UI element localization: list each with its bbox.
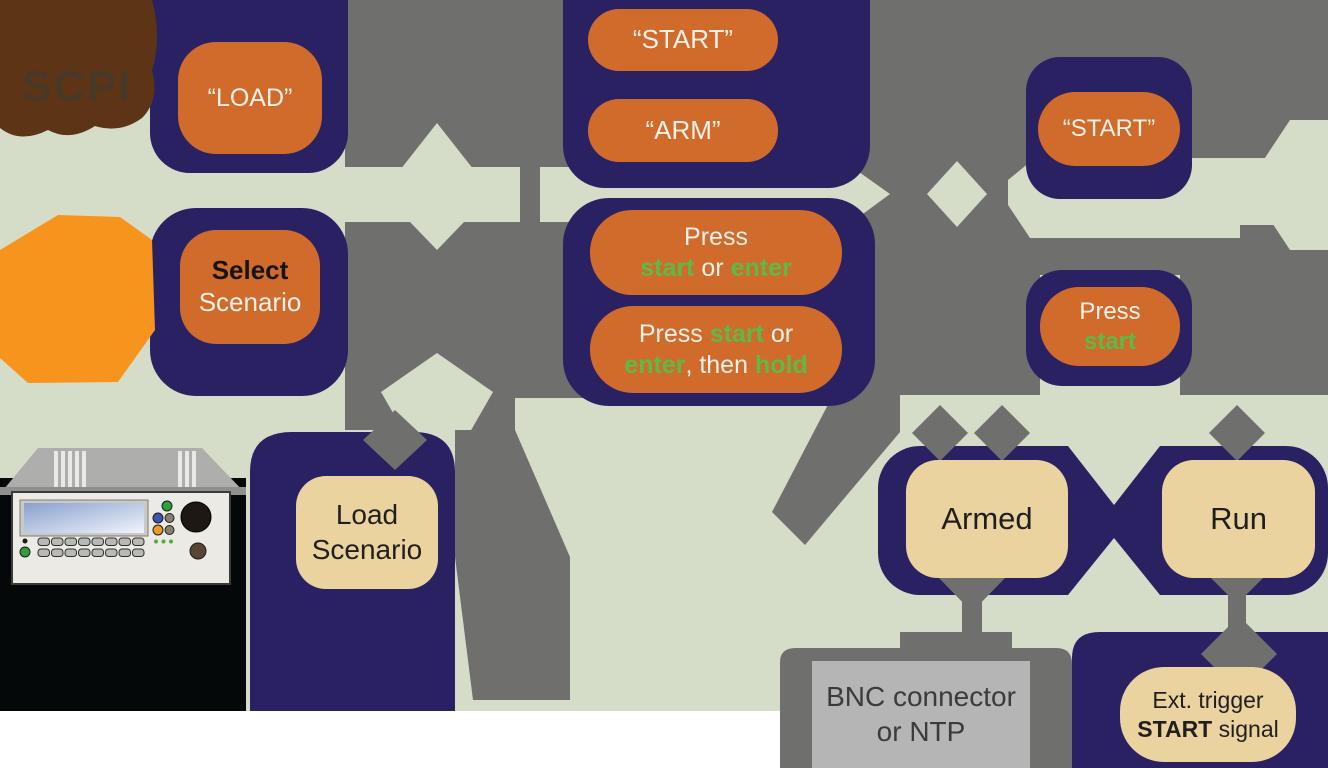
flow-diamond-left bbox=[382, 123, 492, 250]
instrument-small-knob bbox=[189, 542, 207, 560]
instrument-knob bbox=[180, 501, 212, 533]
instrument-round-button-green bbox=[161, 500, 173, 512]
scpi-load-command: “LOAD” bbox=[178, 42, 322, 154]
instrument-round-button-orange bbox=[152, 524, 164, 536]
instrument-green-button bbox=[19, 546, 31, 558]
gray-wedges bbox=[455, 395, 900, 700]
instrument-keypad bbox=[37, 537, 145, 557]
arrow-into-armed-2 bbox=[974, 405, 1030, 461]
arrow-into-run bbox=[1209, 405, 1265, 461]
press-start-or-enter-hold-action: Press start or enter, then hold bbox=[590, 306, 842, 393]
press-start-action: Press start bbox=[1040, 287, 1180, 366]
instrument-image bbox=[0, 448, 246, 711]
bnc-bump bbox=[900, 632, 1012, 652]
scpi-blob bbox=[0, 0, 157, 137]
scpi-arm-command: “ARM” bbox=[588, 99, 778, 162]
select-scenario-action: Select Scenario bbox=[180, 230, 320, 344]
press-start-or-enter-action: Press start or enter bbox=[590, 210, 842, 295]
flow-diamond-mid bbox=[927, 161, 987, 227]
scpi-start-command: “START” bbox=[588, 9, 778, 71]
instrument-lcd bbox=[24, 503, 144, 533]
front-panel-blob bbox=[0, 215, 155, 383]
state-armed: Armed bbox=[906, 460, 1068, 578]
armed-run-pinch bbox=[1068, 446, 1160, 595]
bnc-connector-box: BNC connector or NTP bbox=[812, 661, 1030, 768]
down-arrow-to-load-scenario bbox=[381, 353, 493, 432]
scpi-label: SCPI bbox=[22, 62, 133, 111]
state-load-scenario: Load Scenario bbox=[296, 476, 438, 589]
flow-hexagon-right bbox=[1247, 120, 1328, 250]
ext-trigger-start-signal: Ext. trigger START signal bbox=[1120, 667, 1296, 762]
instrument-round-button-blue bbox=[152, 512, 164, 524]
arrow-into-load-scenario bbox=[363, 410, 427, 470]
state-run: Run bbox=[1162, 460, 1315, 578]
arrow-into-armed-1 bbox=[912, 405, 968, 461]
scpi-start-command-right: “START” bbox=[1038, 92, 1180, 166]
